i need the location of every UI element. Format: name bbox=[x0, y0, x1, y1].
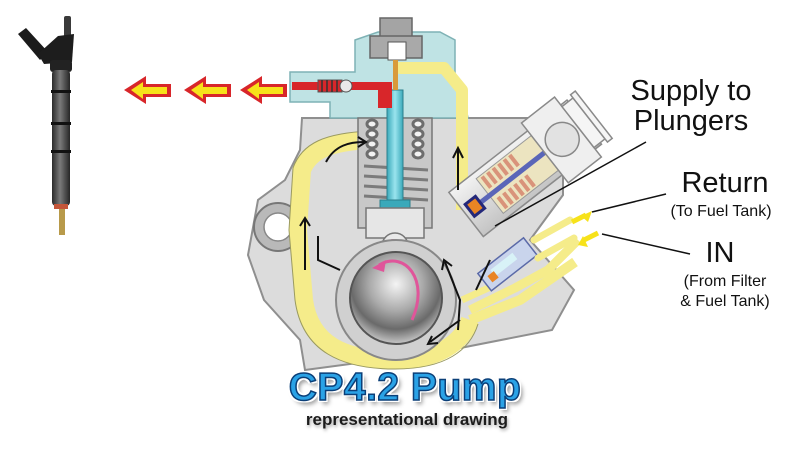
label-supply-line1: Supply to bbox=[630, 75, 752, 107]
passage-outline bbox=[288, 130, 479, 370]
flow-arrow-icon bbox=[124, 76, 171, 104]
high-pressure-flow-arrows bbox=[124, 76, 287, 104]
high-pressure-outlet bbox=[292, 79, 392, 108]
camshaft bbox=[335, 239, 457, 361]
inlet-flow-arrow-icon bbox=[578, 230, 600, 247]
flow-arrow-icon bbox=[240, 76, 287, 104]
leader-line-in bbox=[601, 233, 691, 255]
label-in: IN bbox=[705, 237, 735, 269]
label-return: Return bbox=[681, 167, 769, 199]
fuel-flow-direction-arrows bbox=[299, 136, 491, 346]
diagram-title: CP4.2 Pump bbox=[288, 365, 522, 410]
label-supply-line2: Plungers bbox=[633, 105, 749, 138]
fuel-injector-icon bbox=[18, 16, 74, 235]
label-in-sub-line2: & Fuel Tank) bbox=[680, 293, 770, 310]
label-return-sub: (To Fuel Tank) bbox=[670, 203, 772, 220]
label-in-sub-line1: (From Filter bbox=[683, 273, 767, 290]
flow-arrow-icon bbox=[184, 76, 231, 104]
callout-leader-lines bbox=[494, 141, 691, 255]
diagram-subtitle: representational drawing bbox=[305, 410, 509, 429]
fuel-metering-solenoid bbox=[447, 90, 614, 238]
return-flow-arrow-icon bbox=[570, 211, 592, 225]
leader-line-return bbox=[591, 193, 667, 213]
label-in-sub: (From Filter & Fuel Tank) bbox=[660, 272, 790, 312]
leader-line-supply bbox=[494, 141, 647, 227]
inlet-return-fittings bbox=[476, 216, 578, 292]
rotation-arrow-icon bbox=[372, 260, 386, 272]
label-supply-to-plungers: Supply to Plungers bbox=[606, 76, 776, 137]
